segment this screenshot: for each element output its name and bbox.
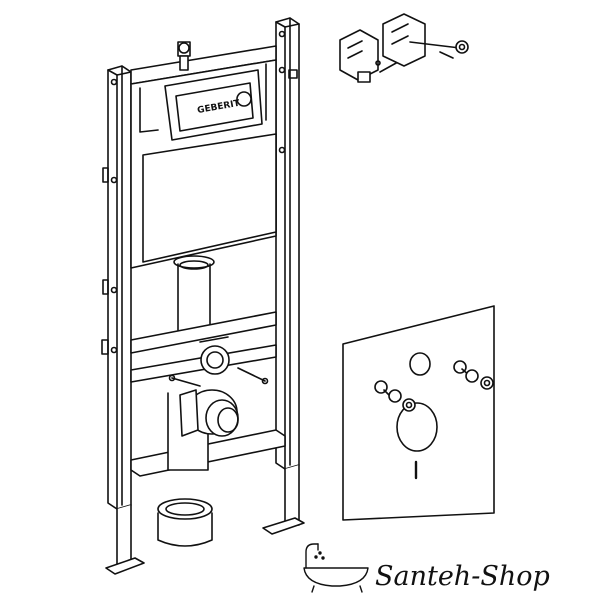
washer-right [480, 376, 494, 390]
right-upright [275, 17, 300, 470]
drain-sleeve [157, 498, 213, 547]
panel-hole-top [409, 352, 431, 376]
supply-elbow [199, 336, 230, 375]
flush-valve-housing: GEBERIT [164, 69, 263, 141]
left-foot [105, 504, 145, 575]
middle-crossbar-upper [130, 311, 277, 354]
washer-left [402, 398, 416, 412]
soundproofing-panel [342, 305, 495, 521]
right-foot [262, 464, 305, 535]
installation-frame: GEBERIT [101, 17, 305, 575]
tank-front-panel [142, 133, 277, 263]
fixing-bolt-right [453, 360, 479, 383]
drain-bend [167, 389, 239, 471]
watermark-text: Santeh-Shop [375, 561, 550, 592]
left-upright [101, 65, 132, 510]
wall-bracket-left [339, 29, 399, 83]
wall-bracket-right [382, 13, 469, 67]
water-inlet-valve [177, 41, 191, 71]
fixing-bolt-left [374, 380, 402, 403]
panel-hole-drain [396, 402, 438, 452]
flush-pipe [173, 255, 215, 331]
bathtub-shower-icon [303, 543, 369, 593]
threaded-rods [168, 367, 269, 387]
